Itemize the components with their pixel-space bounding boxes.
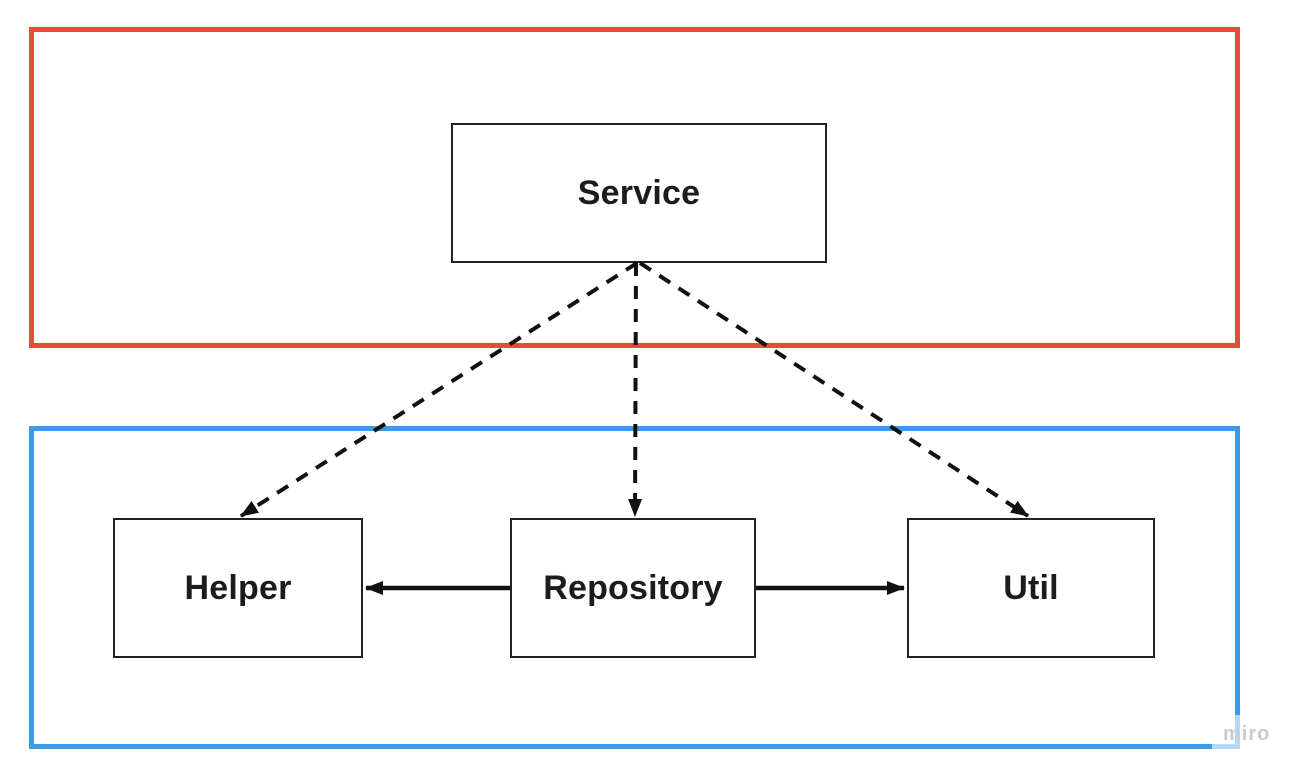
node-helper-label: Helper <box>184 568 292 607</box>
node-repository-label: Repository <box>543 568 723 607</box>
node-service-label: Service <box>577 173 701 212</box>
edge-service-util[interactable] <box>638 261 1030 518</box>
node-helper[interactable]: Helper <box>113 518 363 658</box>
node-util-label: Util <box>1003 568 1059 607</box>
miro-logo: miro <box>1223 723 1271 745</box>
node-service[interactable]: Service <box>451 123 827 263</box>
node-repository[interactable]: Repository <box>510 518 756 658</box>
miro-watermark: miro <box>1212 715 1294 772</box>
top-frame-rectangle[interactable] <box>29 27 1240 348</box>
edge-service-helper[interactable] <box>239 261 639 518</box>
node-util[interactable]: Util <box>907 518 1155 658</box>
edge-service-repository[interactable] <box>628 262 643 517</box>
